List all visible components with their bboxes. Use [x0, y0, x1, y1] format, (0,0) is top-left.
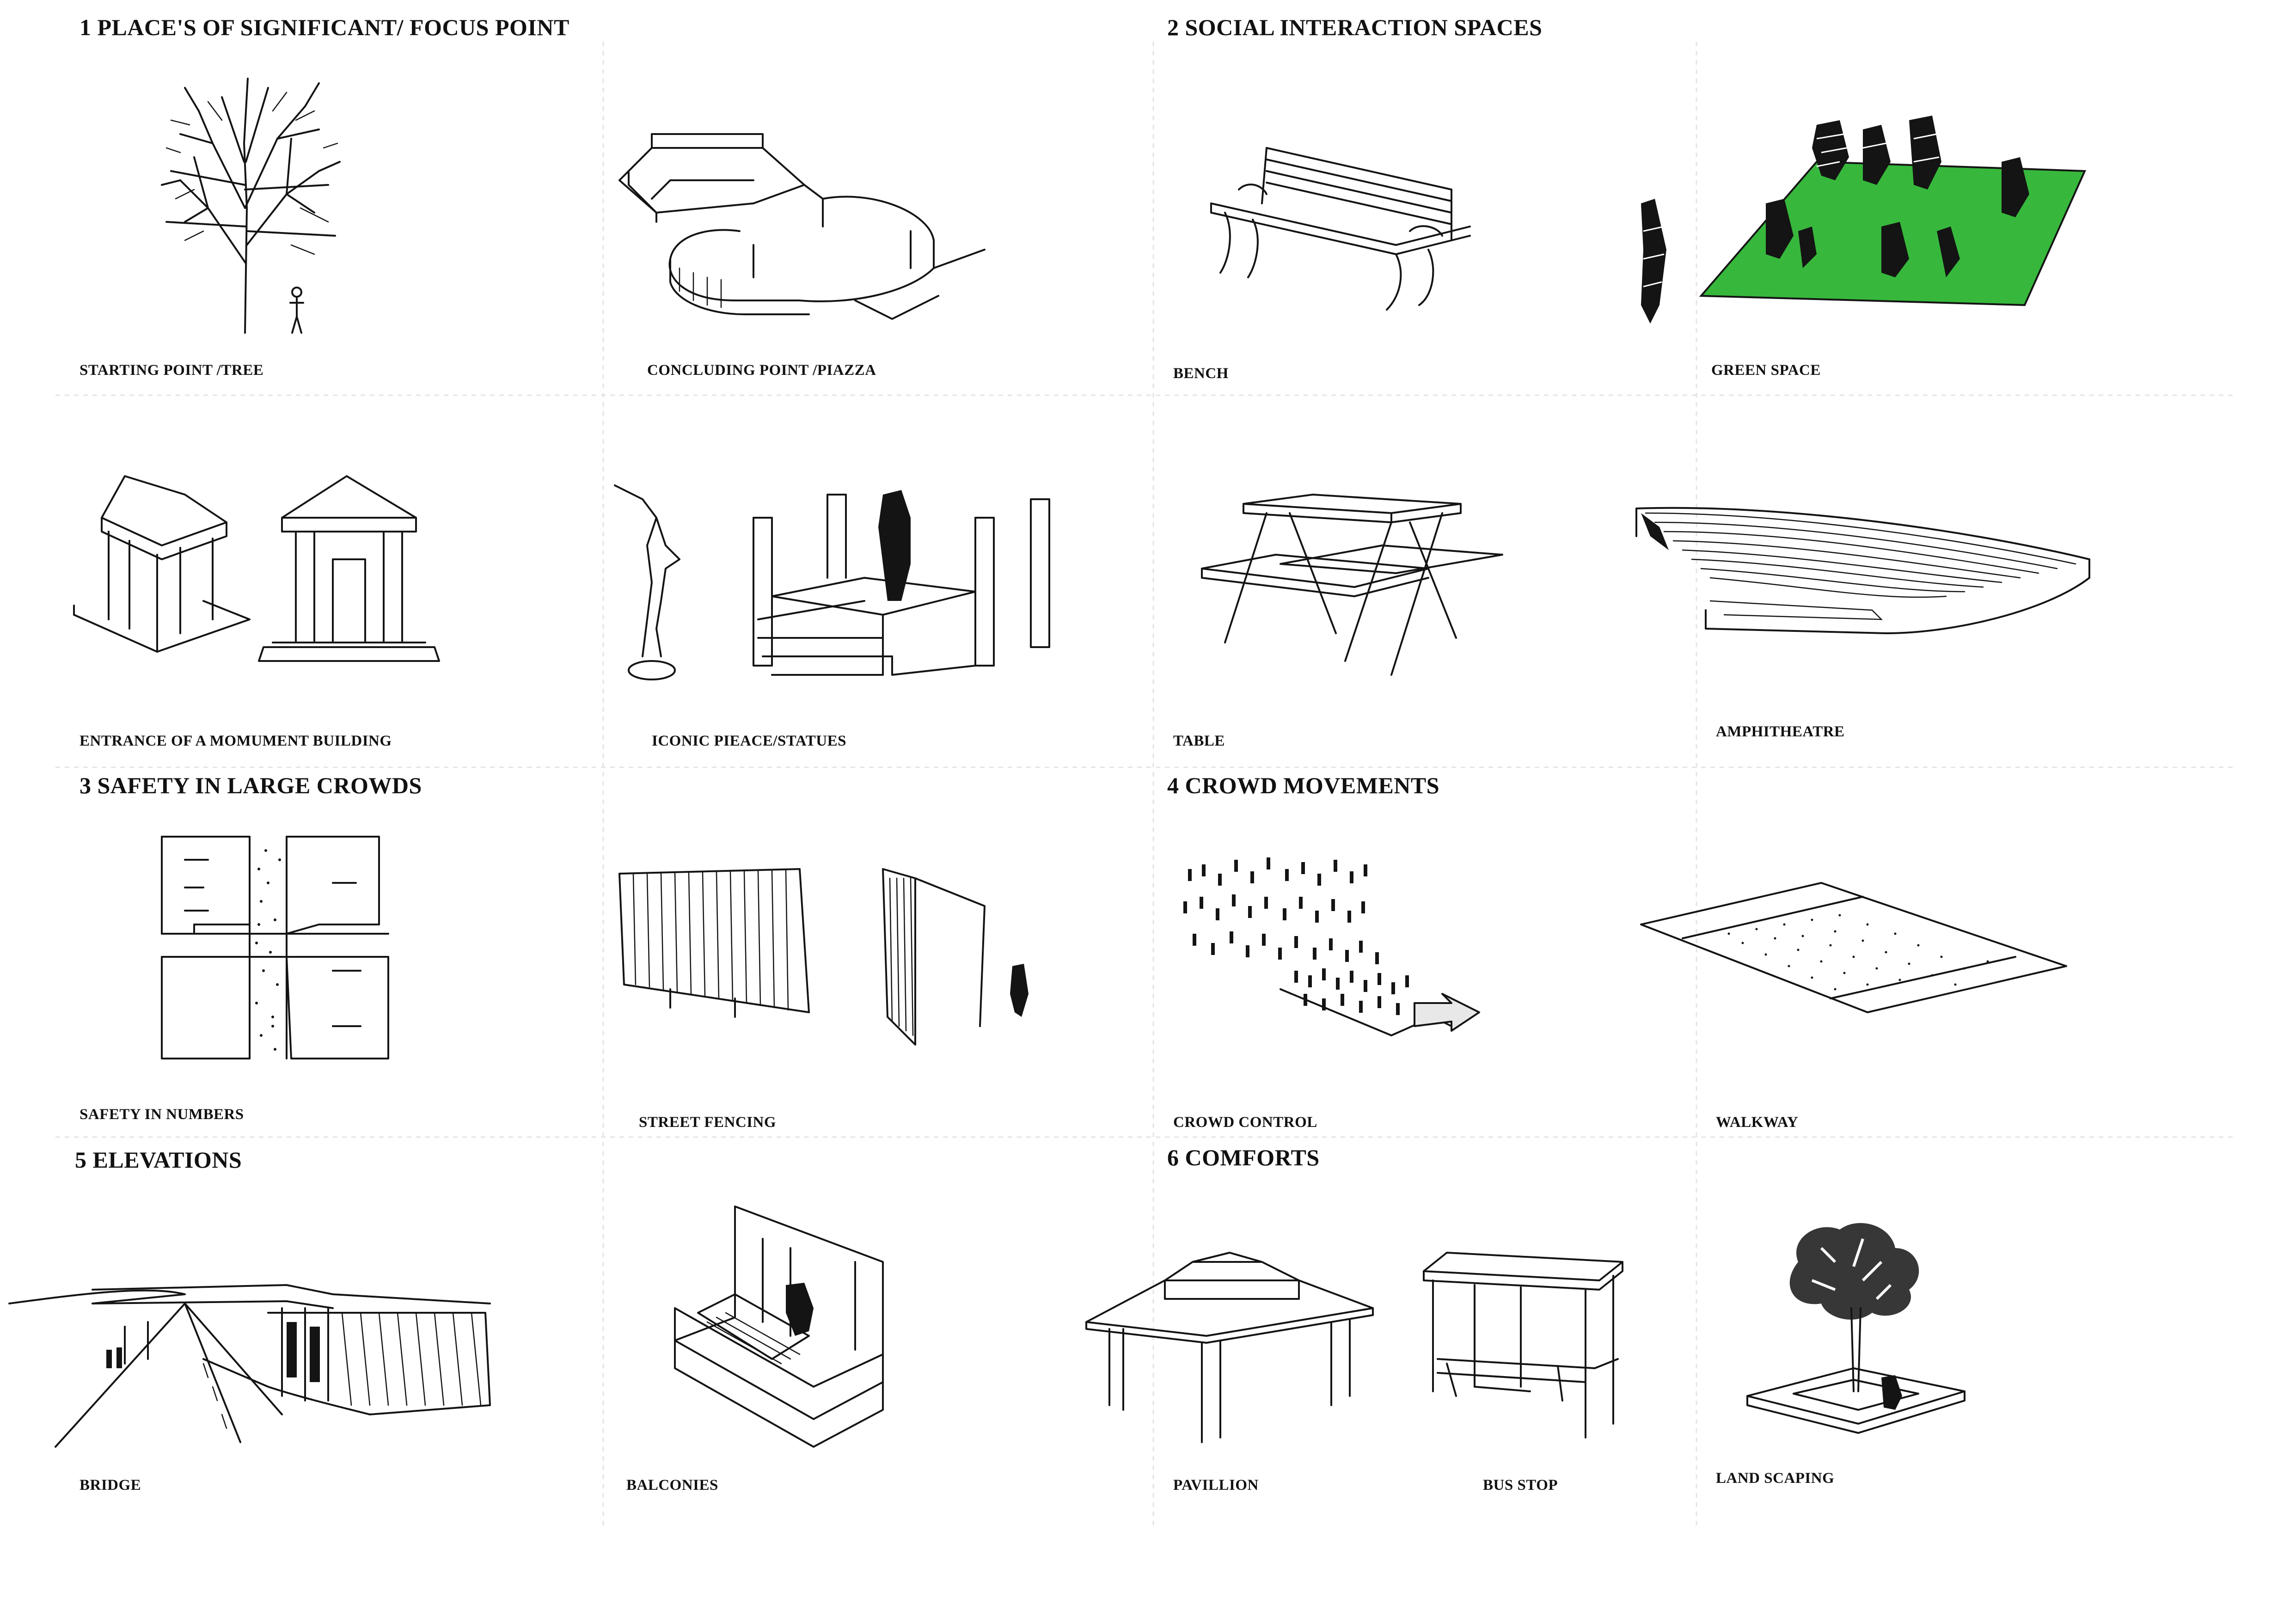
picnic-table-sketch-icon	[1197, 494, 1512, 684]
section-heading-elevations: 5 ELEVATIONS	[75, 1147, 242, 1173]
bus-stop-sketch-icon	[1419, 1248, 1641, 1442]
label-amphitheatre: AMPHITHEATRE	[1716, 723, 1845, 740]
green-space-sketch-icon	[1623, 111, 2117, 333]
label-monument-entrance: ENTRANCE OF A MOMUMENT BUILDING	[80, 733, 392, 749]
balcony-sketch-icon	[670, 1202, 892, 1451]
label-street-fencing: STREET FENCING	[639, 1114, 777, 1131]
label-iconic-statues: ICONIC PIEACE/STATUES	[652, 733, 846, 749]
label-walkway: WALKWAY	[1716, 1114, 1799, 1131]
label-crowd-control: CROWD CONTROL	[1173, 1114, 1317, 1131]
label-pavilion: PAVILLION	[1173, 1477, 1259, 1493]
piazza-sketch-icon	[615, 129, 986, 328]
label-starting-point-tree: STARTING POINT /TREE	[80, 362, 264, 379]
label-bench: BENCH	[1173, 365, 1229, 382]
label-concluding-point-piazza: CONCLUDING POINT /PIAZZA	[647, 362, 876, 379]
section-heading-focus-point: 1 PLACE'S OF SIGNIFICANT/ FOCUS POINT	[80, 14, 569, 40]
label-bus-stop: BUS STOP	[1483, 1477, 1558, 1493]
amphitheatre-sketch-icon	[1632, 499, 2094, 647]
landscaping-sketch-icon	[1743, 1220, 1974, 1442]
section-heading-social-interaction: 2 SOCIAL INTERACTION SPACES	[1167, 14, 1543, 40]
street-fence-sketch-icon	[615, 860, 1045, 1054]
label-safety-in-numbers: SAFETY IN NUMBERS	[80, 1106, 244, 1123]
buildings-plan-sketch-icon	[157, 832, 398, 1063]
tree-sketch-icon	[153, 69, 347, 337]
pavilion-sketch-icon	[1082, 1252, 1378, 1447]
monument-entrance-sketch-icon	[65, 467, 453, 670]
section-heading-crowd-movements: 4 CROWD MOVEMENTS	[1167, 772, 1440, 798]
label-landscaping: LAND SCAPING	[1716, 1470, 1835, 1487]
label-bridge: BRIDGE	[80, 1477, 141, 1493]
bench-sketch-icon	[1210, 139, 1471, 314]
crowd-sketch-icon	[1174, 851, 1498, 1054]
section-heading-safety: 3 SAFETY IN LARGE CROWDS	[80, 772, 422, 798]
bridge-sketch-icon	[8, 1267, 495, 1451]
label-balconies: BALCONIES	[626, 1477, 718, 1493]
statue-stage-sketch-icon	[606, 481, 1082, 684]
walkway-sketch-icon	[1636, 878, 2080, 1017]
label-green-space: GREEN SPACE	[1711, 362, 1821, 379]
label-table: TABLE	[1173, 733, 1225, 749]
section-heading-comforts: 6 COMFORTS	[1167, 1145, 1320, 1170]
